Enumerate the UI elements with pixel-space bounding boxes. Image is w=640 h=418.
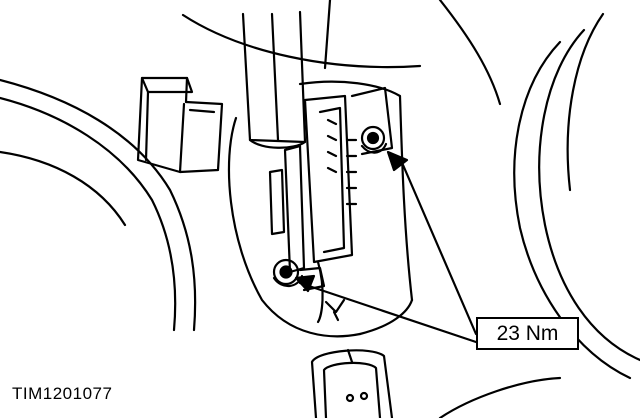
upper-bolt: [360, 125, 388, 154]
steering-column: [241, 10, 307, 149]
column-mechanism: [268, 86, 394, 324]
lower-right-panel: [438, 376, 562, 418]
connector-block: [136, 76, 224, 174]
lower-bolt: [272, 258, 304, 288]
alignment-mark: [324, 298, 346, 322]
lower-bracket: [310, 348, 394, 418]
torque-leader-lines: [294, 150, 478, 344]
right-trim-panel: [513, 12, 640, 380]
mounting-recess: [227, 80, 414, 338]
figure-reference-code: TIM1201077: [12, 384, 113, 403]
left-trim-panel: [0, 78, 197, 332]
torque-value-label: 23 Nm: [476, 317, 579, 350]
upper-bracket: [181, 0, 502, 106]
